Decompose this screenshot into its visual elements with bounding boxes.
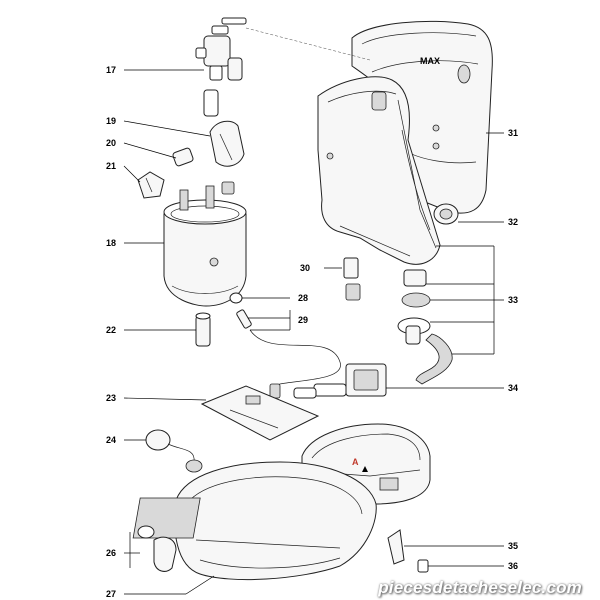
part-21-fitting [137, 171, 165, 199]
label-22: 22 [106, 325, 116, 335]
label-33: 33 [508, 295, 518, 305]
part-19-bracket [209, 120, 245, 167]
label-26: 26 [106, 548, 116, 558]
label-24: 24 [106, 435, 116, 445]
part-36-sleeve [417, 559, 429, 573]
marker-arrow [362, 466, 368, 472]
label-27: 27 [106, 589, 116, 599]
part-22-tube [195, 312, 211, 347]
part-18-boiler [163, 181, 247, 307]
label-21: 21 [106, 161, 116, 171]
part-23-circuit-board [200, 385, 320, 441]
part-labels: 17 19 20 21 18 22 23 24 26 27 30 28 29 3… [106, 65, 518, 599]
part-34-pump [293, 363, 387, 399]
marker-a: A [352, 457, 359, 467]
label-30: 30 [300, 263, 310, 273]
label-19: 19 [106, 116, 116, 126]
part-33-fitting-stack [397, 269, 453, 385]
label-23: 23 [106, 393, 116, 403]
part-26-ring-holder [137, 525, 177, 572]
label-34: 34 [508, 383, 518, 393]
part-20-clip [172, 147, 194, 167]
label-17: 17 [106, 65, 116, 75]
part-29-sensor-cable [236, 309, 341, 405]
leader-lines [123, 69, 504, 595]
label-18: 18 [106, 238, 116, 248]
label-32: 32 [508, 217, 518, 227]
part-32-knob [433, 203, 459, 225]
label-29: 29 [298, 315, 308, 325]
part-35-clip [387, 529, 405, 565]
max-marking: MAX [420, 56, 440, 66]
label-20: 20 [106, 138, 116, 148]
part-28-ring [229, 292, 243, 304]
label-28: 28 [298, 293, 308, 303]
label-36: 36 [508, 561, 518, 571]
watermark: piecesdetacheselec.com [378, 578, 582, 597]
inner-front-panel [317, 76, 441, 265]
label-35: 35 [508, 541, 518, 551]
part-30-connector [343, 257, 361, 301]
part-24-switch [145, 429, 203, 473]
part-17-valve-assembly [195, 17, 247, 117]
label-31: 31 [508, 128, 518, 138]
